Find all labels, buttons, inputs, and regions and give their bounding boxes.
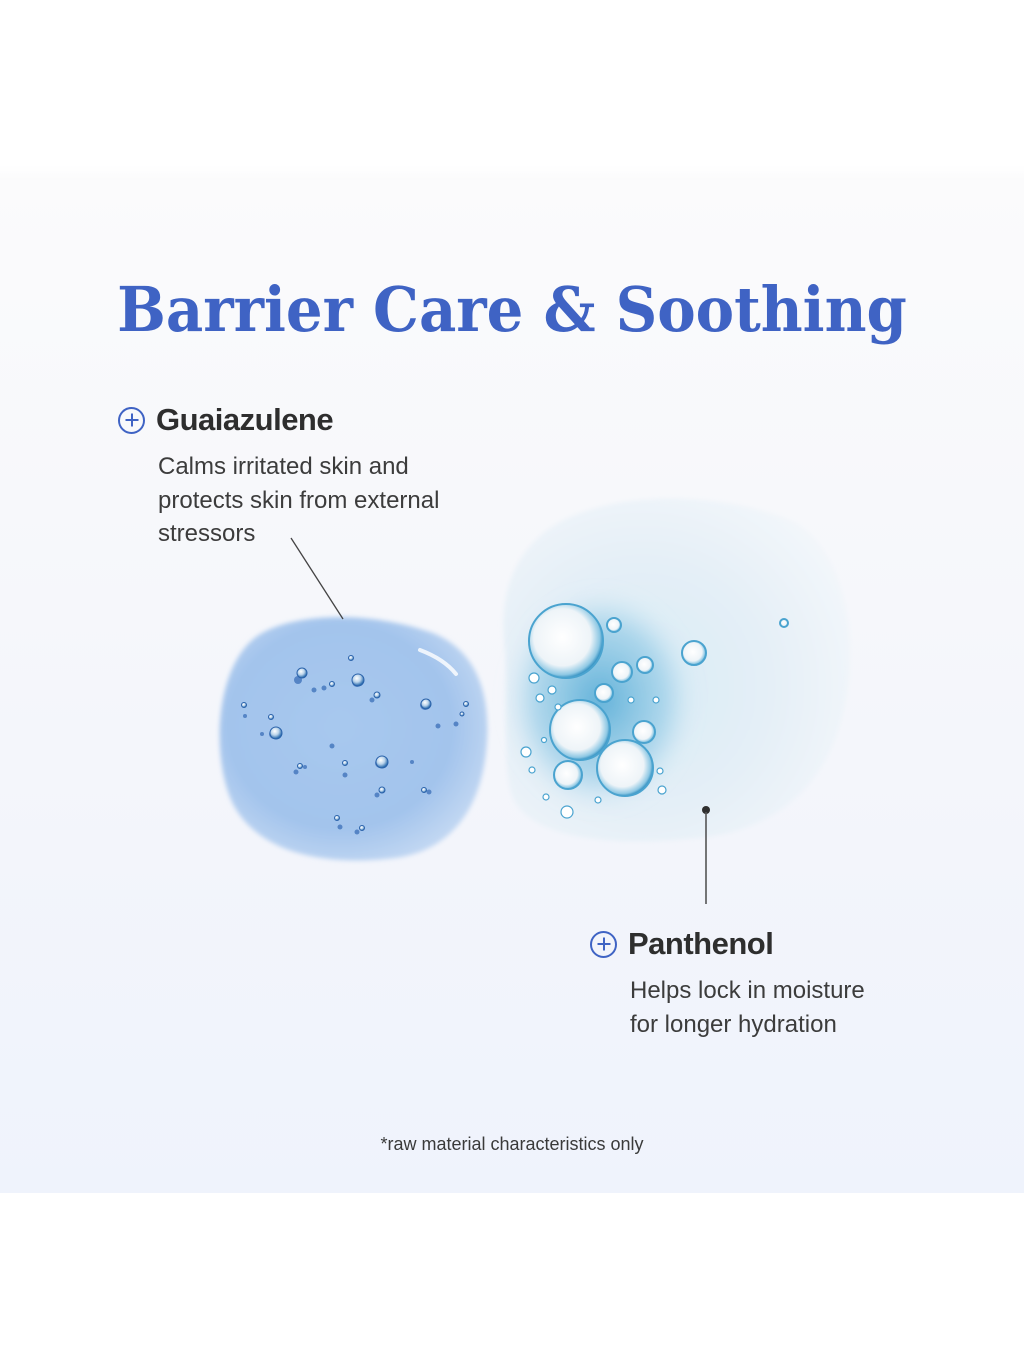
ingredient-name: Guaiazulene <box>156 402 334 437</box>
ingredient-description: Calms irritated skin and protects skin f… <box>158 450 439 551</box>
ingredient-panthenol: Panthenol Helps lock in moisture for lon… <box>590 926 865 1041</box>
panthenol-leader-dot <box>702 806 710 814</box>
guaiazulene-leader-line <box>290 537 344 620</box>
panthenol-droplet <box>503 498 851 842</box>
plus-circle-icon <box>590 930 617 958</box>
ingredient-name: Panthenol <box>628 926 774 961</box>
footnote: *raw material characteristics only <box>380 1134 644 1154</box>
description-line: Calms irritated skin and <box>158 453 409 480</box>
description-line: Helps lock in moisture <box>630 977 865 1004</box>
description-line: stressors <box>158 520 256 547</box>
guaiazulene-droplet <box>219 617 488 861</box>
page-title: Barrier Care & Soothing <box>117 272 907 346</box>
ingredient-guaiazulene: Guaiazulene Calms irritated skin and pro… <box>118 402 439 551</box>
description-line: protects skin from external <box>158 486 440 514</box>
ingredient-description: Helps lock in moisture for longer hydrat… <box>630 974 865 1041</box>
description-line: for longer hydration <box>630 1010 837 1038</box>
plus-circle-icon <box>118 406 145 434</box>
